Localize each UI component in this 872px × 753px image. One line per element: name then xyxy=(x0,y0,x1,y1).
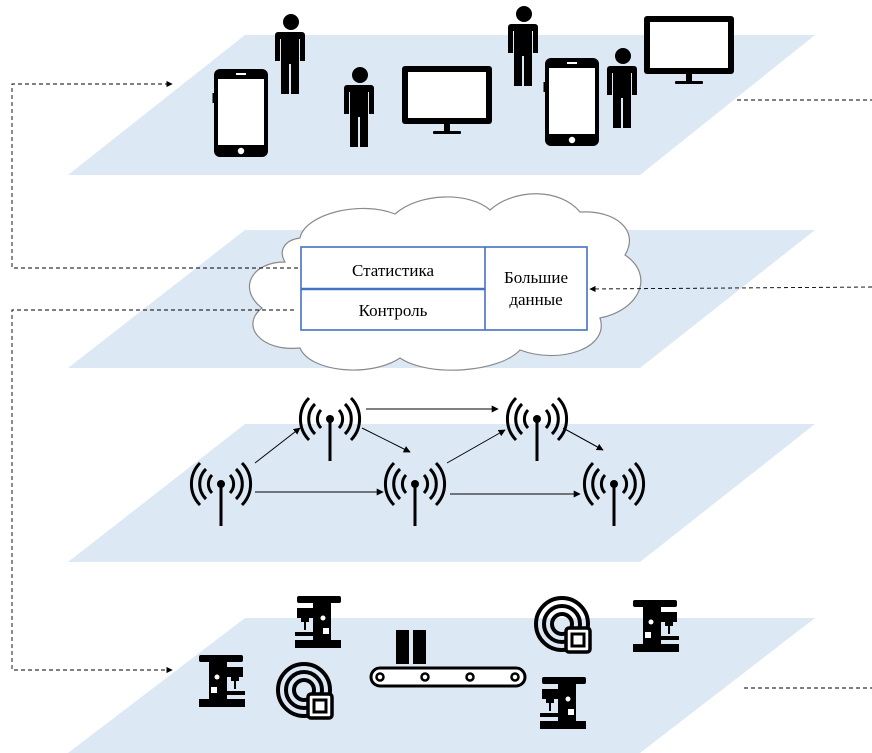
cloud-services-box: Статистика Контроль Большие данные xyxy=(300,246,588,331)
monitor-icon xyxy=(644,16,734,84)
network-links xyxy=(254,405,604,498)
big-data-label-line2: данные xyxy=(509,290,562,309)
smartphone-icon xyxy=(212,69,268,157)
monitor-icon xyxy=(402,66,492,134)
layer-plane-network xyxy=(68,424,815,562)
conveyor-icon xyxy=(369,630,527,688)
big-data-label-line1: Большие xyxy=(504,268,568,287)
dashed-connectors xyxy=(11,80,872,689)
devices-layer xyxy=(198,595,680,730)
smartphone-icon xyxy=(543,58,599,146)
statistics-label: Статистика xyxy=(352,261,434,280)
control-label: Контроль xyxy=(359,301,428,320)
